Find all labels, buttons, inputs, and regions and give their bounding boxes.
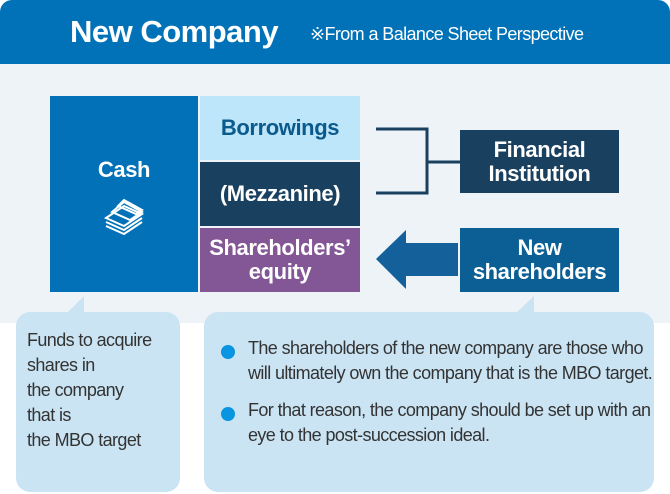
mezzanine-box: (Mezzanine) — [200, 162, 360, 226]
callout-line: Funds to acquire — [27, 330, 152, 350]
money-stack-icon — [103, 198, 145, 236]
callout-pointer — [66, 296, 84, 314]
borrowings-box: Borrowings — [200, 96, 360, 160]
cash-box: Cash — [50, 96, 198, 292]
borrowings-label: Borrowings — [220, 115, 340, 140]
bullet-item: For that reason, the company should be s… — [221, 398, 654, 448]
financial-institution-box: Financial Institution — [460, 130, 619, 193]
new-shareholders-box: New shareholders — [460, 228, 619, 292]
bullet-item: The shareholders of the new company are … — [221, 336, 654, 386]
bullet-text: For that reason, the company should be s… — [248, 400, 651, 445]
callout-line: that is — [27, 405, 71, 425]
page-title: New Company — [70, 14, 279, 49]
page-subtitle: ※From a Balance Sheet Perspective — [310, 24, 584, 44]
bullet-dot-icon — [221, 407, 235, 421]
cash-callout: Funds to acquire shares in the company t… — [16, 312, 180, 492]
cash-label: Cash — [97, 157, 151, 182]
bullet-dot-icon — [221, 345, 235, 359]
callout-line: the MBO target — [27, 430, 141, 450]
callout-line: shares in — [27, 355, 95, 375]
shareholders-callout: The shareholders of the new company are … — [204, 312, 654, 492]
new-shareholders-label: New shareholders — [472, 235, 607, 284]
financial-institution-label: Financial Institution — [488, 136, 591, 186]
bullet-text: The shareholders of the new company are … — [248, 338, 653, 383]
connector-lines — [376, 127, 460, 289]
left-arrow-icon — [376, 230, 458, 289]
bracket-connector — [376, 127, 460, 195]
callout-line: the company — [27, 380, 124, 400]
mezzanine-label: (Mezzanine) — [219, 181, 341, 206]
equity-label: Shareholders’ equity — [209, 235, 351, 284]
equity-box: Shareholders’ equity — [200, 228, 360, 292]
callout-pointers — [66, 296, 534, 314]
callout-pointer — [515, 296, 534, 314]
header-bar — [0, 0, 670, 64]
